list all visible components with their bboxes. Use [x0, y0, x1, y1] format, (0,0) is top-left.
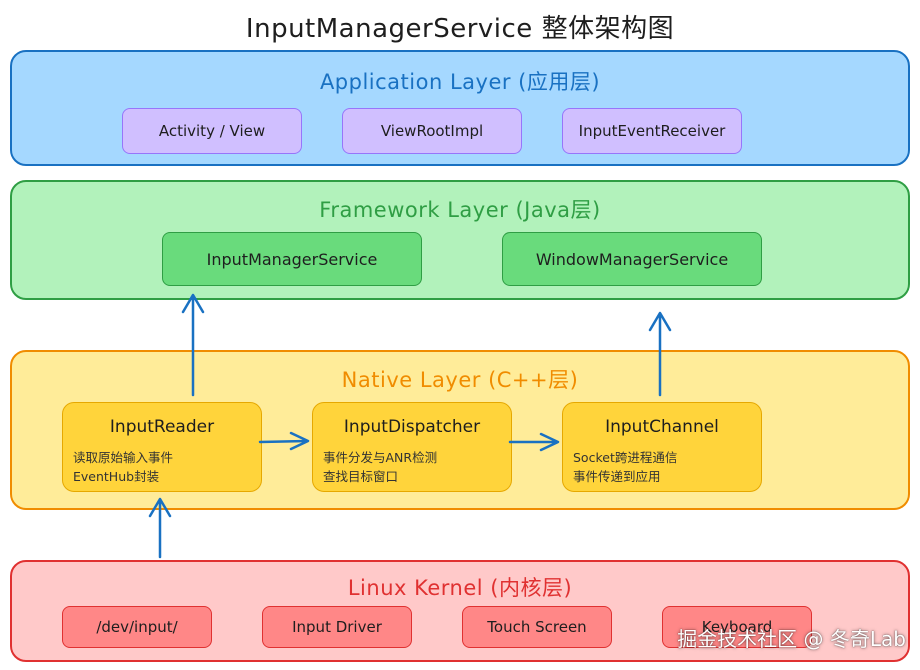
framework-layer: Framework Layer (Java层) InputManagerServ…	[10, 180, 910, 300]
inputdispatcher-box: InputDispatcher 事件分发与ANR检测 查找目标窗口	[312, 402, 512, 492]
inputreader-desc-2: EventHub封装	[73, 469, 160, 484]
inputchannel-title: InputChannel	[605, 417, 719, 437]
native-layer: Native Layer (C++层) InputReader 读取原始输入事件…	[10, 350, 910, 510]
inputreader-box: InputReader 读取原始输入事件 EventHub封装	[62, 402, 262, 492]
viewrootimpl-box: ViewRootImpl	[342, 108, 522, 154]
input-driver-box: Input Driver	[262, 606, 412, 648]
inputdispatcher-desc-1: 事件分发与ANR检测	[323, 450, 438, 465]
windowmanagerservice-box: WindowManagerService	[502, 232, 762, 286]
watermark: 掘金技术社区 @ 冬奇Lab	[677, 627, 906, 651]
dev-input-box: /dev/input/	[62, 606, 212, 648]
native-layer-title: Native Layer (C++层)	[341, 368, 579, 392]
inputchannel-box: InputChannel Socket跨进程通信 事件传递到应用	[562, 402, 762, 492]
arrow-dispatcher-to-channel	[508, 432, 560, 452]
inputchannel-desc-1: Socket跨进程通信	[573, 450, 678, 465]
arrow-reader-to-dispatcher	[258, 431, 310, 451]
inputdispatcher-desc-2: 查找目标窗口	[323, 469, 399, 484]
inputdispatcher-title: InputDispatcher	[343, 417, 481, 437]
arrow-channel-to-wms	[648, 311, 672, 397]
arrow-reader-to-ims	[181, 293, 205, 397]
kernel-layer: Linux Kernel (内核层) /dev/input/ Input Dri…	[10, 560, 910, 662]
keyboard-box: Keyboard	[662, 606, 812, 648]
application-layer: Application Layer (应用层) Activity / View …	[10, 50, 910, 166]
inputreader-title: InputReader	[109, 417, 215, 437]
touch-screen-box: Touch Screen	[462, 606, 612, 648]
activity-view-box: Activity / View	[122, 108, 302, 154]
framework-layer-title: Framework Layer (Java层)	[319, 198, 601, 222]
application-layer-title: Application Layer (应用层)	[319, 70, 601, 94]
inputchannel-desc-2: 事件传递到应用	[573, 469, 661, 484]
diagram-title: InputManagerService 整体架构图	[245, 14, 675, 44]
arrow-kernel-to-reader	[148, 497, 172, 559]
kernel-layer-title: Linux Kernel (内核层)	[347, 576, 573, 600]
inputeventreceiver-box: InputEventReceiver	[562, 108, 742, 154]
inputreader-desc-1: 读取原始输入事件	[73, 450, 174, 465]
inputmanagerservice-box: InputManagerService	[162, 232, 422, 286]
